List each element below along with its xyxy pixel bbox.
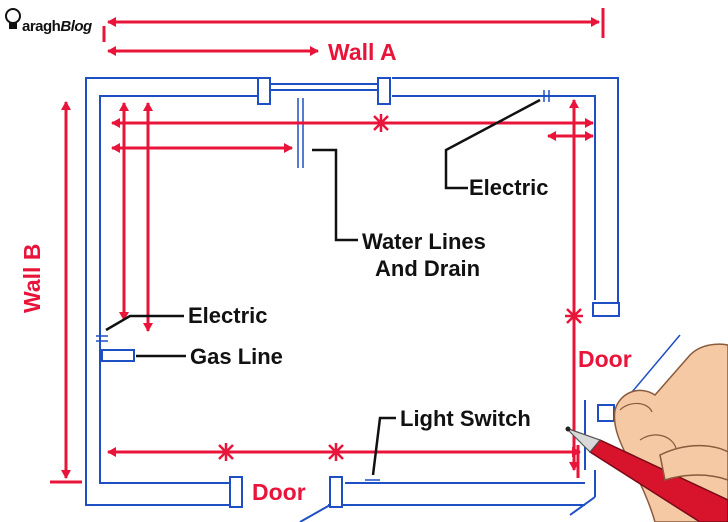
light-switch-label: Light Switch: [400, 406, 531, 431]
door-right-label: Door: [578, 346, 632, 372]
svg-text:araghBlog: araghBlog: [22, 18, 92, 35]
drain-label: And Drain: [375, 256, 480, 281]
room-walls: [85, 77, 620, 522]
logo-suffix: Blog: [60, 18, 92, 35]
wall-b-label: Wall B: [19, 244, 45, 313]
water-lines-label: Water Lines: [362, 229, 486, 254]
callout-lines: [105, 98, 541, 476]
measurement-ticks: [218, 114, 583, 461]
water-pipe-icon: [297, 98, 304, 168]
measurement-lines: [50, 8, 605, 484]
electric-left-label: Electric: [188, 303, 268, 328]
electric-outlet-left-icon: [96, 335, 108, 342]
wikihow-logo: araghBlog: [5, 8, 93, 35]
electric-outlet-top-icon: [543, 90, 550, 102]
lightbulb-icon: [5, 8, 21, 29]
gas-line-label: Gas Line: [190, 344, 283, 369]
pen-icon: [565, 426, 728, 522]
hand-with-pen-illustration: [565, 334, 728, 522]
wall-a-label: Wall A: [328, 39, 397, 65]
door-bottom-label: Door: [252, 479, 306, 505]
electric-top-label: Electric: [469, 175, 549, 200]
logo-name: aragh: [22, 18, 61, 35]
